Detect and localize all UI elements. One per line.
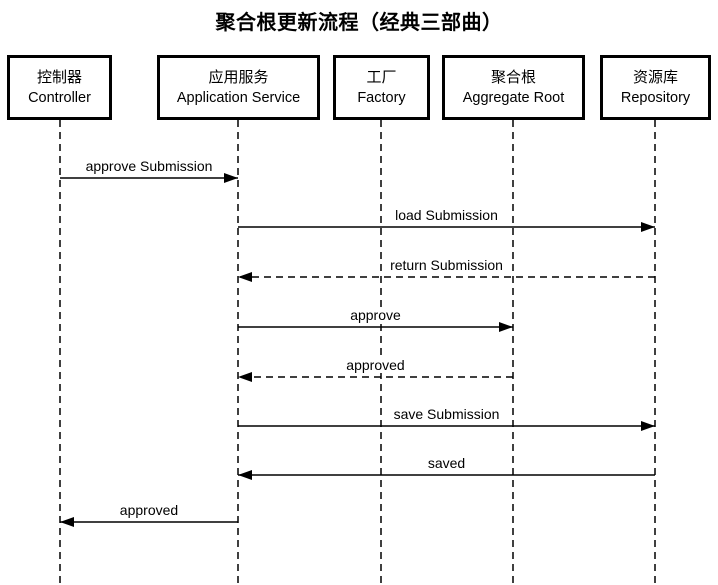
message-label-backing xyxy=(424,455,469,471)
participant-box-application-service: 应用服务 Application Service xyxy=(157,55,320,120)
participant-box-aggregate-root: 聚合根 Aggregate Root xyxy=(442,55,585,120)
participant-box-controller: 控制器 Controller xyxy=(7,55,112,120)
message-label-7: approved xyxy=(120,502,178,518)
participant-label-zh: 聚合根 xyxy=(490,68,536,86)
lifelines-layer xyxy=(59,120,656,585)
message-label-0: approve Submission xyxy=(86,158,213,174)
participant-label-zh: 应用服务 xyxy=(208,68,269,86)
message-label-backing xyxy=(82,158,216,174)
message-label-backing xyxy=(347,307,405,323)
message-label-backing xyxy=(390,406,503,422)
participant-label-zh: 工厂 xyxy=(366,68,397,86)
participant-label-zh: 控制器 xyxy=(36,68,82,86)
message-label-backing xyxy=(116,502,182,518)
participant-label-en: Repository xyxy=(620,89,691,106)
message-label-backing xyxy=(343,357,408,373)
participant-label-en: Application Service xyxy=(176,89,301,106)
message-label-4: approved xyxy=(346,357,404,373)
message-label-3: approve xyxy=(350,307,401,323)
diagram-title: 聚合根更新流程（经典三部曲） xyxy=(215,12,503,34)
participant-box-factory: 工厂 Factory xyxy=(333,55,430,120)
message-label-1: load Submission xyxy=(395,207,498,223)
participant-label-zh: 资源库 xyxy=(632,68,678,86)
message-label-5: save Submission xyxy=(394,406,500,422)
participant-label-en: Factory xyxy=(357,89,406,106)
message-label-backing xyxy=(387,257,506,273)
message-label-2: return Submission xyxy=(390,257,503,273)
participant-label-en: Aggregate Root xyxy=(462,89,565,106)
message-label-backing xyxy=(392,207,501,223)
messages-layer: approve Submission load Submission return … xyxy=(60,158,655,527)
message-label-6: saved xyxy=(428,455,465,471)
participant-box-repository: 资源库 Repository xyxy=(600,55,711,120)
participant-label-en: Controller xyxy=(28,89,91,106)
